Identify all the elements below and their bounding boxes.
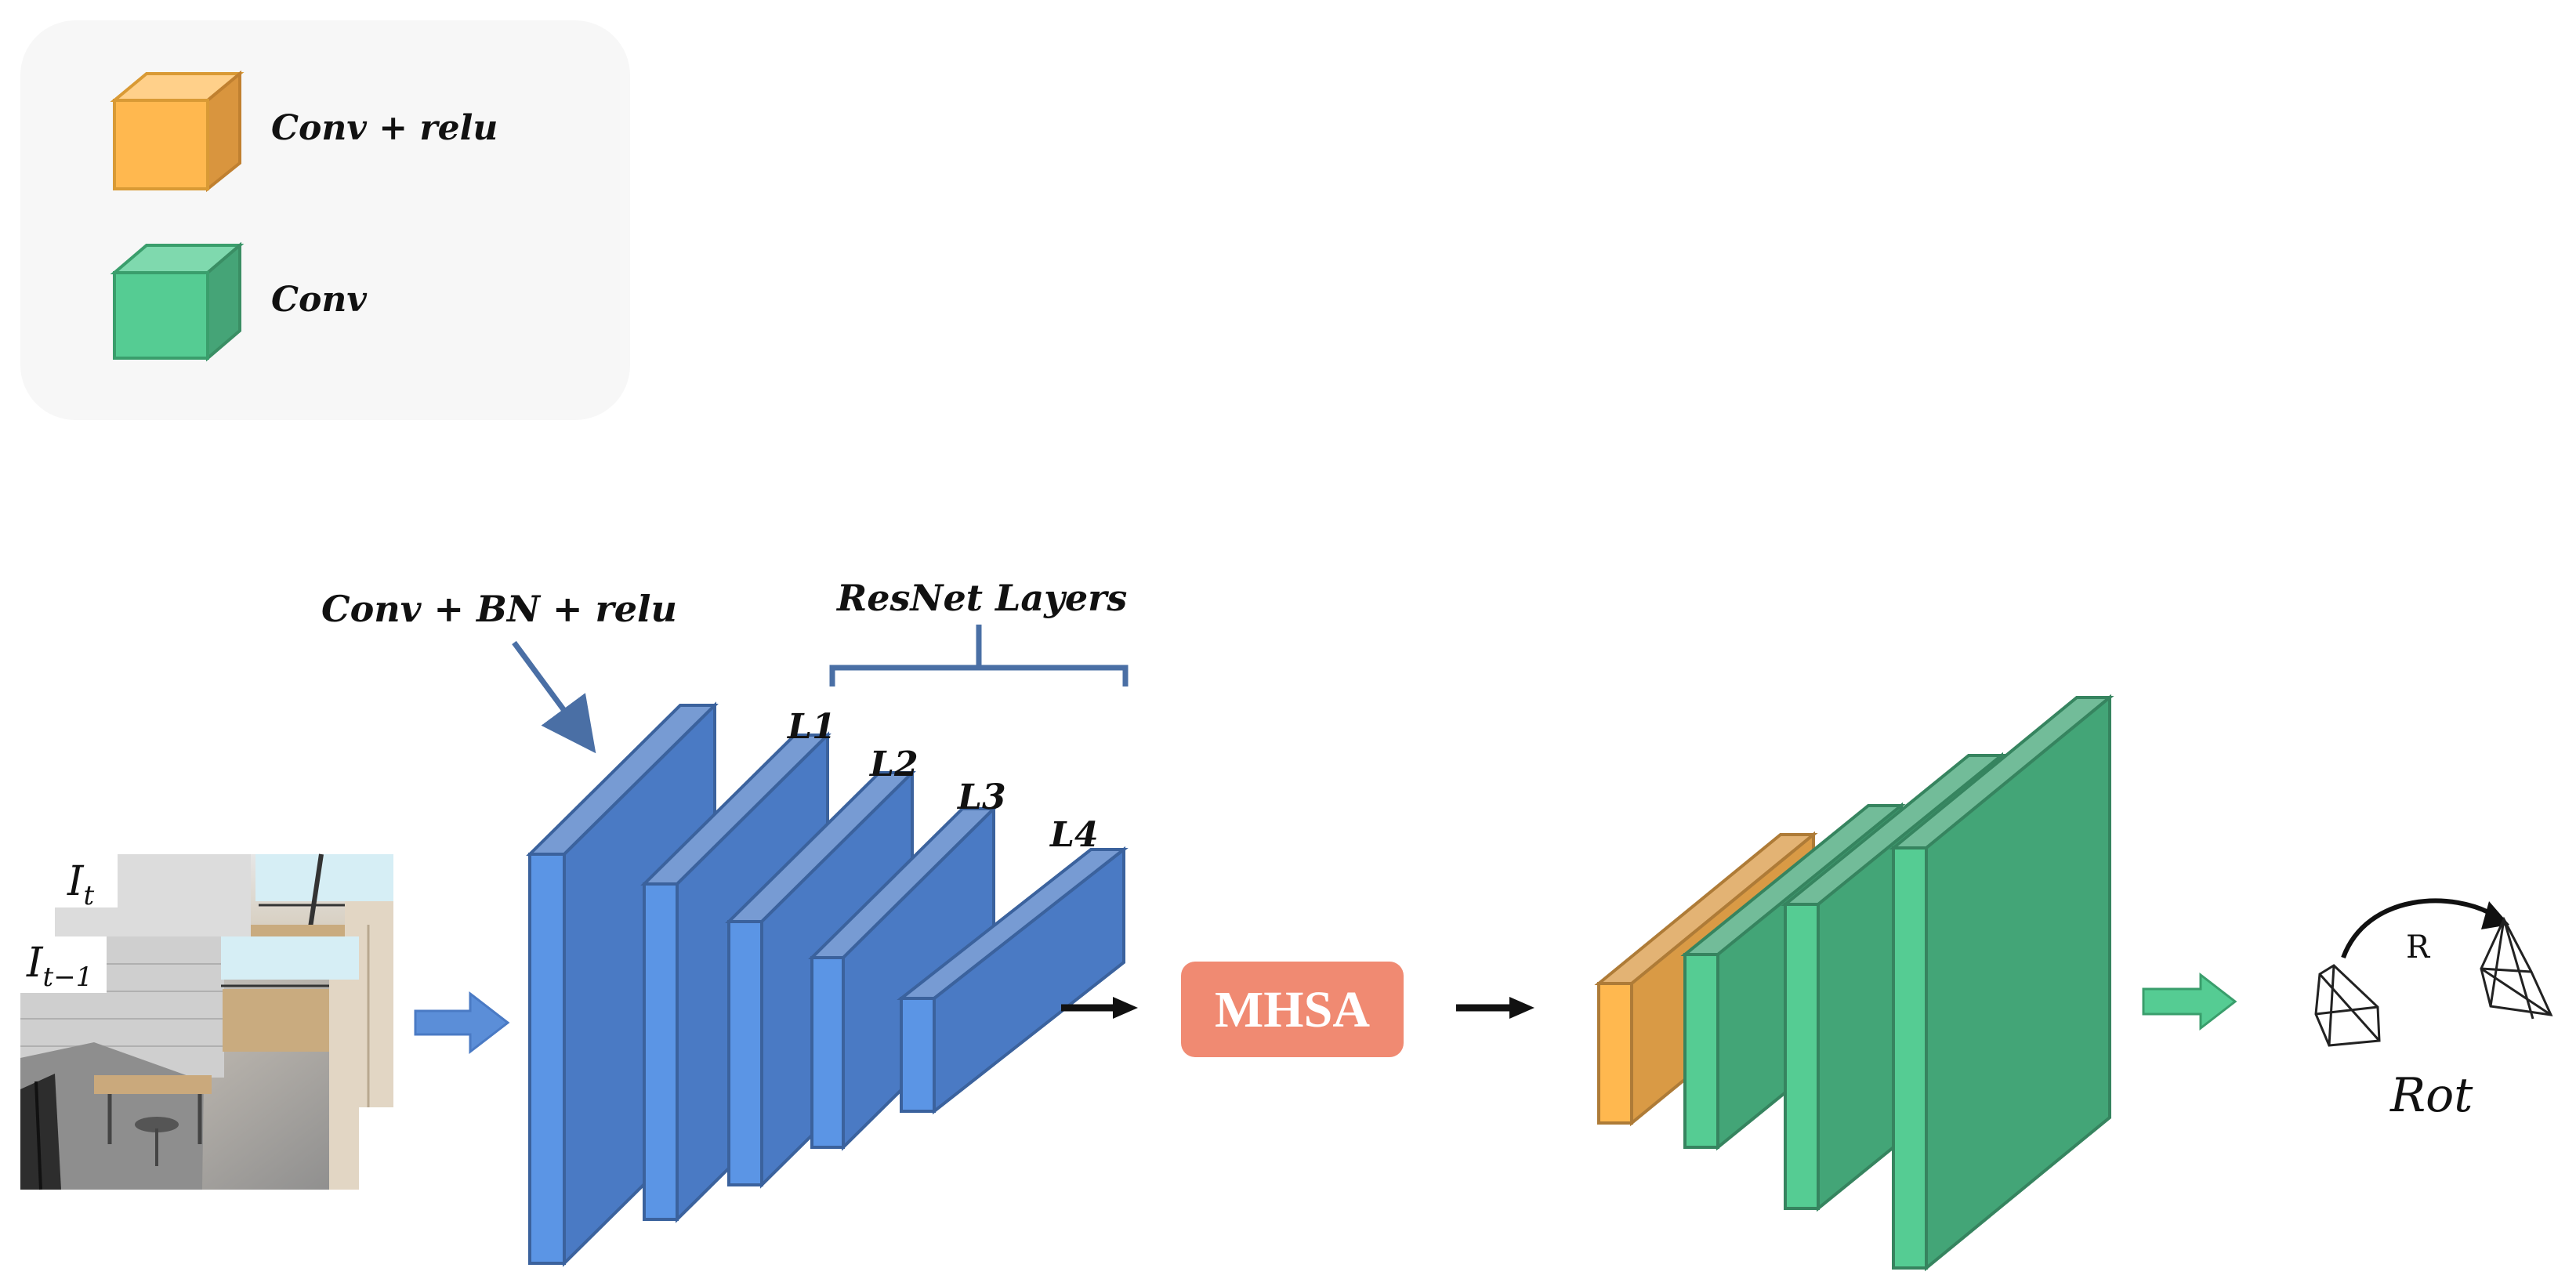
stem-pointer-arrow [512,640,596,754]
input-arrow [414,991,510,1055]
legend-conv-cube-icon [110,241,245,362]
frame-previous-label-box [20,936,107,993]
rotation-label: R [2406,929,2431,965]
resnet-bracket [829,625,1129,686]
decoder-conv-slab-3 [1889,694,2114,1272]
decoder-slabs [1594,694,2114,1272]
resnet-group-label-group: ResNet Layers [829,577,1129,686]
legend-conv-label: Conv [271,280,367,320]
frame-previous-image [20,936,359,1190]
encoder-l3-slab [808,805,998,1151]
legend: Conv + relu Conv [20,20,630,420]
polyhedron-end-icon [2480,916,2553,1020]
frame-current-label: It [67,858,95,911]
frame-current-label-box [55,854,118,907]
attention-block: MHSA [1181,962,1404,1057]
layer-label-l4: L4 [1049,815,1099,855]
rotation-arrow [2341,898,2498,959]
layer-label-l2: L2 [868,744,918,784]
attention-to-decoder-arrow [1456,997,1534,1019]
polyhedron-start-icon [2314,964,2381,1047]
frame-previous-label: It−1 [26,940,92,993]
input-frames: It It−1 [20,853,393,1190]
legend-panel [20,20,630,420]
encoder-stem-label-group: Conv + BN + relu [321,588,677,754]
layer-label-l3: L3 [956,777,1006,817]
legend-conv-relu-cube-icon [110,70,245,193]
rotation-output: R Rot [2314,898,2553,1123]
output-arrow [2142,972,2237,1031]
mhsa-label: MHSA [1215,981,1370,1038]
layer-label-l1: L1 [786,707,836,747]
output-label: Rot [2389,1068,2473,1123]
encoder-to-attention-arrow [1061,997,1138,1019]
mhsa-box [1181,962,1404,1057]
legend-conv-relu-label: Conv + relu [271,108,498,148]
encoder-l4-slab [897,846,1129,1115]
encoder-slabs [526,701,1129,1267]
encoder-stem-label: Conv + BN + relu [321,588,677,630]
resnet-group-label: ResNet Layers [835,577,1127,619]
